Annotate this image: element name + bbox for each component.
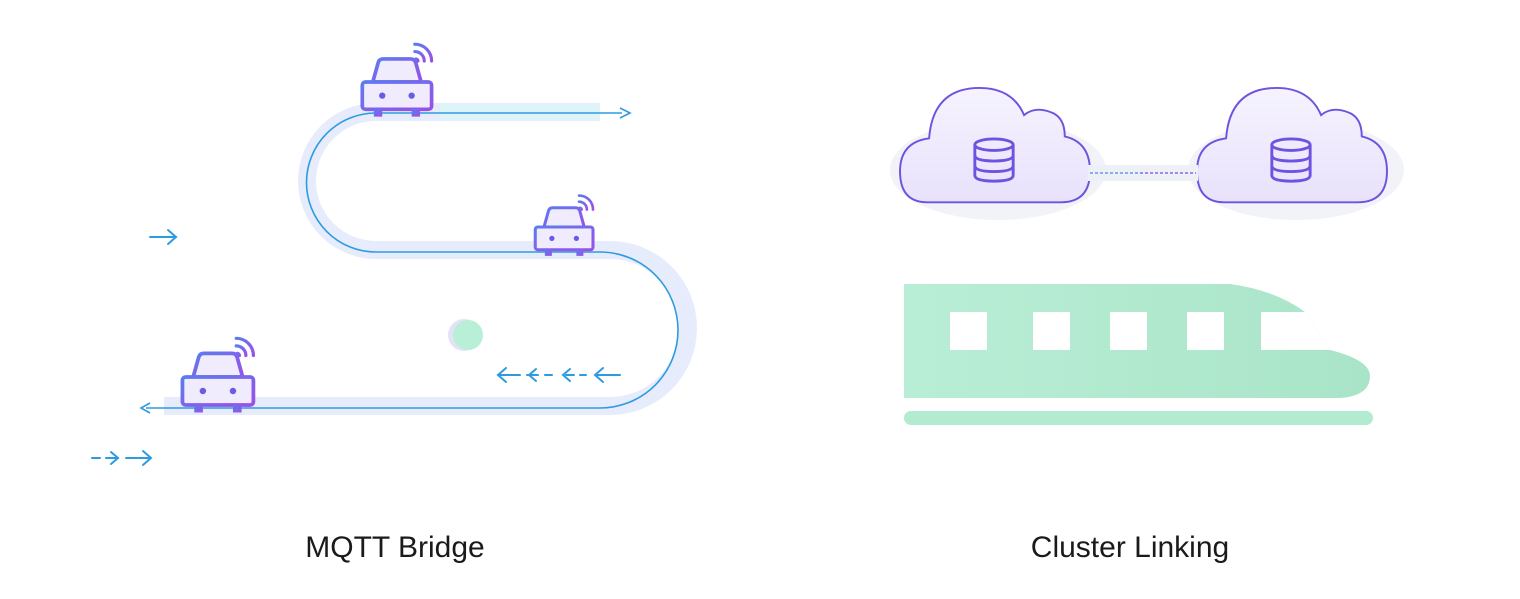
- cloud-left-icon: [899, 86, 1091, 204]
- dashed-arrows-right-icon: [91, 450, 153, 466]
- arrow-right-icon: [149, 229, 178, 245]
- connected-car-icon: [180, 336, 256, 415]
- arrow-right-icon: [619, 107, 632, 119]
- cloud-right-icon: [1196, 86, 1388, 204]
- connected-car-icon: [533, 193, 595, 258]
- high-speed-train-icon: [904, 284, 1373, 425]
- mqtt-bridge-caption: MQTT Bridge: [305, 531, 485, 564]
- arrow-left-icon: [139, 402, 151, 414]
- signal-dot-inner: [453, 320, 483, 350]
- cluster-linking-caption: Cluster Linking: [1030, 531, 1230, 564]
- cluster-link-connector: [1088, 165, 1198, 181]
- dashed-arrows-left-icon: [496, 367, 621, 383]
- connected-car-icon: [360, 42, 434, 119]
